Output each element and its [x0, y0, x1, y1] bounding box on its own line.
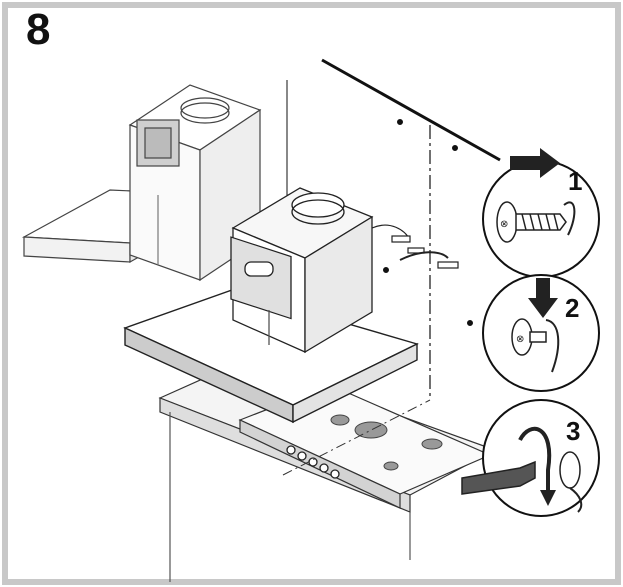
svg-text:⊗: ⊗: [500, 219, 508, 230]
callout-1-number: 1: [568, 166, 583, 196]
step-number: 8: [26, 5, 51, 54]
hood-background: [21, 84, 262, 282]
callout-2-number: 2: [565, 293, 580, 323]
callout-2: ⊗: [482, 274, 600, 392]
wall-screws: [371, 224, 459, 269]
svg-text:⊗: ⊗: [516, 334, 524, 345]
cooktop-knobs: [286, 445, 340, 479]
screw-clip-icon: ⊗: [511, 318, 560, 373]
right-arrow-icon: [510, 148, 560, 178]
rotate-arrow-icon: [518, 426, 552, 495]
hood-canopy: [123, 289, 419, 424]
callout-3: [461, 399, 600, 517]
screwdriver-tighten-icon: [461, 451, 583, 513]
center-line: [282, 399, 431, 476]
callout-1: ⊗: [482, 148, 600, 278]
hood-motor-box: [230, 187, 374, 354]
callout-3-number: 3: [566, 416, 581, 446]
down-arrow-icon: [528, 278, 558, 318]
screw-insert-icon: ⊗: [496, 201, 576, 243]
wall: [286, 58, 501, 400]
